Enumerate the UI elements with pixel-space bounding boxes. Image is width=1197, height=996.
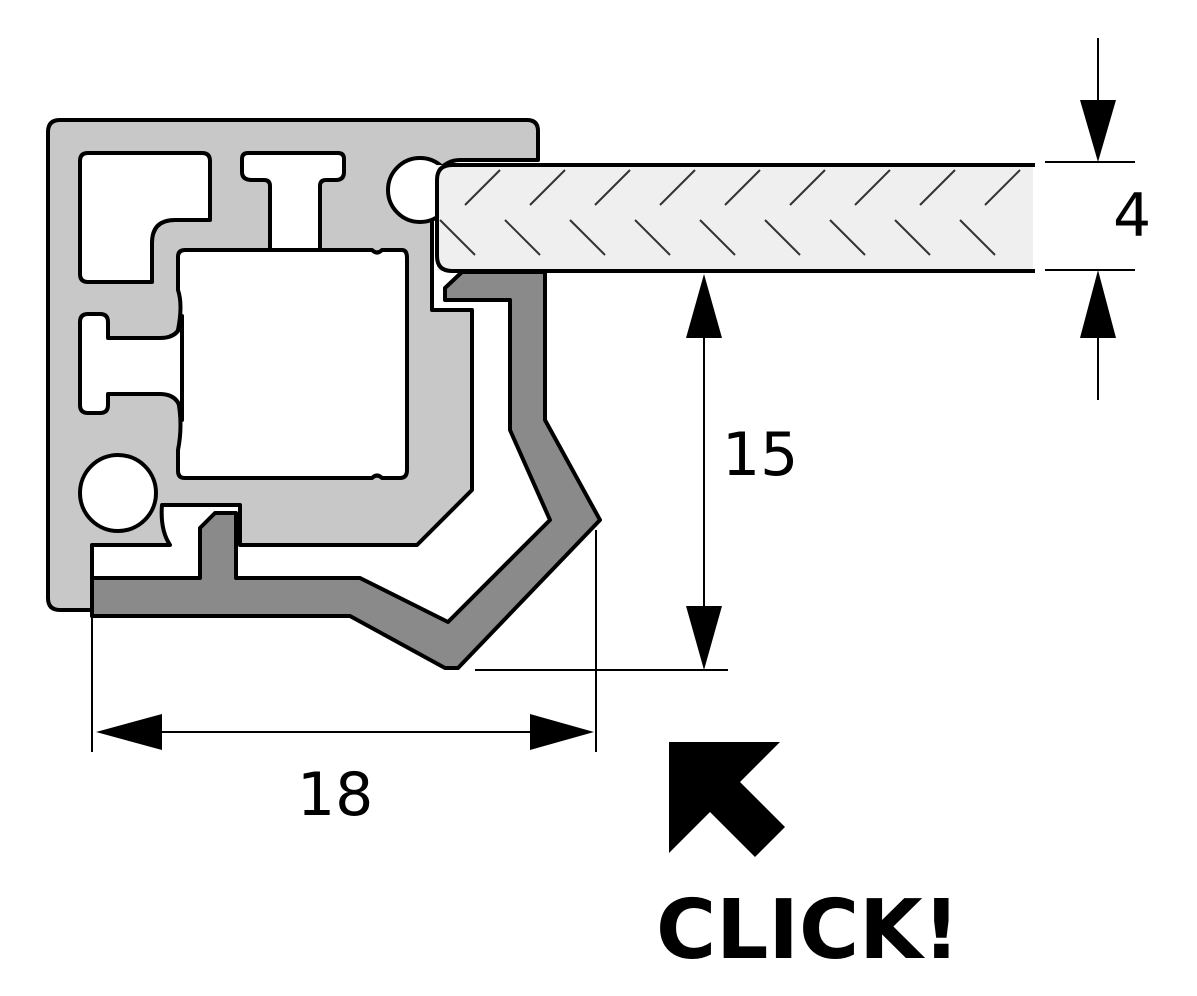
- thickness-dimension-label: 4: [1113, 181, 1151, 251]
- width-dimension: [91, 530, 597, 752]
- frame-side-slot: [78, 312, 184, 422]
- frame-profile: [46, 118, 540, 612]
- frame-screw-channel-bottom: [78, 453, 158, 533]
- glass-hatching: [439, 169, 1021, 256]
- click-label: CLICK!: [656, 883, 960, 978]
- glass-panel-outline: [435, 163, 1035, 273]
- clip-profile: [90, 270, 602, 670]
- frame-corner-cavity: [78, 151, 212, 284]
- height-dimension-label: 15: [722, 420, 798, 490]
- height-dimension: [475, 274, 728, 671]
- glass-panel: [435, 163, 1035, 273]
- glass-panel-body: [437, 165, 1033, 271]
- width-dimension-label: 18: [297, 760, 373, 830]
- click-arrow-icon: [669, 742, 785, 857]
- frame-central-cavity: [176, 248, 409, 480]
- frame-t-slot: [240, 151, 346, 252]
- thickness-dimension: [1045, 38, 1135, 400]
